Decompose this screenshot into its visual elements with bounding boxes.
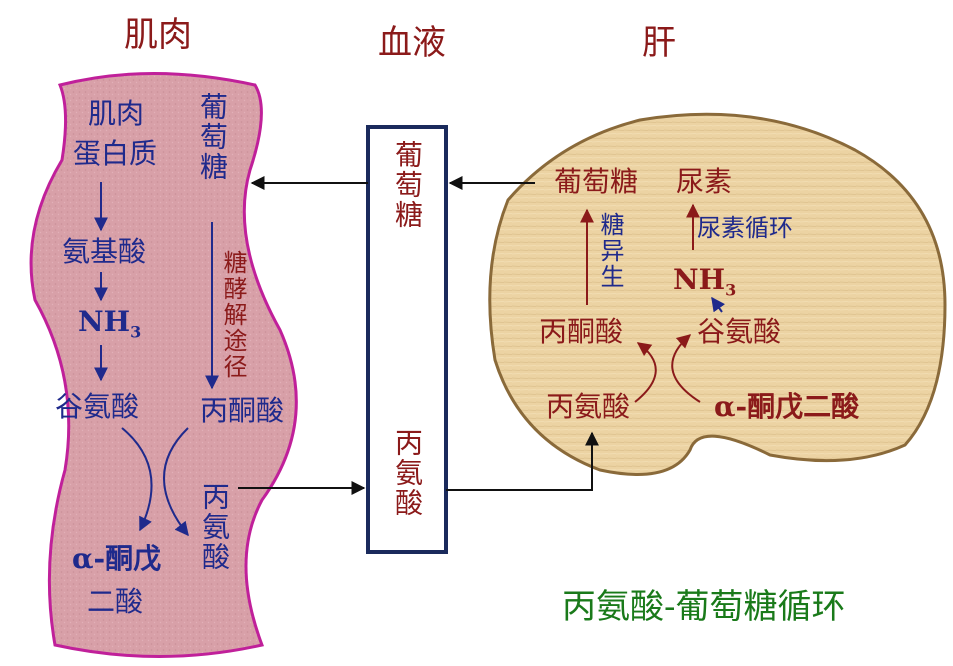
muscle-alpha-kg-line2: 二酸 [87, 585, 144, 618]
muscle-alanine: 丙氨酸 [198, 482, 231, 572]
blood-alanine: 丙氨酸 [391, 428, 424, 518]
muscle-glucose: 葡萄糖 [196, 92, 229, 182]
muscle-alpha-kg-line1: α-酮戊 [72, 542, 162, 575]
arrow-ala-to-pyr [634, 342, 657, 403]
liver-gluconeogenesis: 糖异生 [596, 212, 624, 290]
arrow-pyr-to-ala [163, 427, 189, 537]
muscle-nh3: NH3 [78, 305, 142, 342]
liver-pyruvate: 丙酮酸 [539, 315, 624, 348]
liver-urea-cycle: 尿素循环 [697, 214, 793, 242]
muscle-amino-acid: 氨基酸 [62, 235, 147, 268]
muscle-glycolysis: 糖酵解途径 [219, 250, 247, 380]
blood-title: 血液 [378, 23, 446, 63]
liver-urea: 尿素 [676, 165, 733, 198]
liver-alanine: 丙氨酸 [546, 390, 631, 423]
muscle-glutamate: 谷氨酸 [55, 390, 140, 423]
liver-alpha-kg: α-酮戊二酸 [714, 390, 860, 423]
liver-glutamate: 谷氨酸 [697, 315, 782, 348]
arrow-glu-to-nh3 [711, 296, 726, 313]
muscle-protein-line2: 蛋白质 [73, 137, 158, 170]
liver-glucose: 葡萄糖 [554, 165, 639, 198]
muscle-pyruvate: 丙酮酸 [200, 394, 285, 427]
muscle-region [29, 72, 298, 658]
muscle-protein-line1: 肌肉 [88, 97, 145, 130]
blood-column [366, 125, 448, 554]
liver-nh3: NH3 [673, 263, 737, 300]
arrow-glu-to-akg [121, 427, 153, 532]
liver-region [488, 112, 947, 476]
liver-title: 肝 [642, 23, 676, 63]
arrow-akg-to-glu [671, 334, 701, 403]
arrow-blood-to-liver-alanine [446, 431, 599, 491]
blood-glucose: 葡萄糖 [391, 140, 424, 230]
cycle-name: 丙氨酸-葡萄糖循环 [562, 587, 846, 627]
muscle-title: 肌肉 [124, 15, 192, 55]
